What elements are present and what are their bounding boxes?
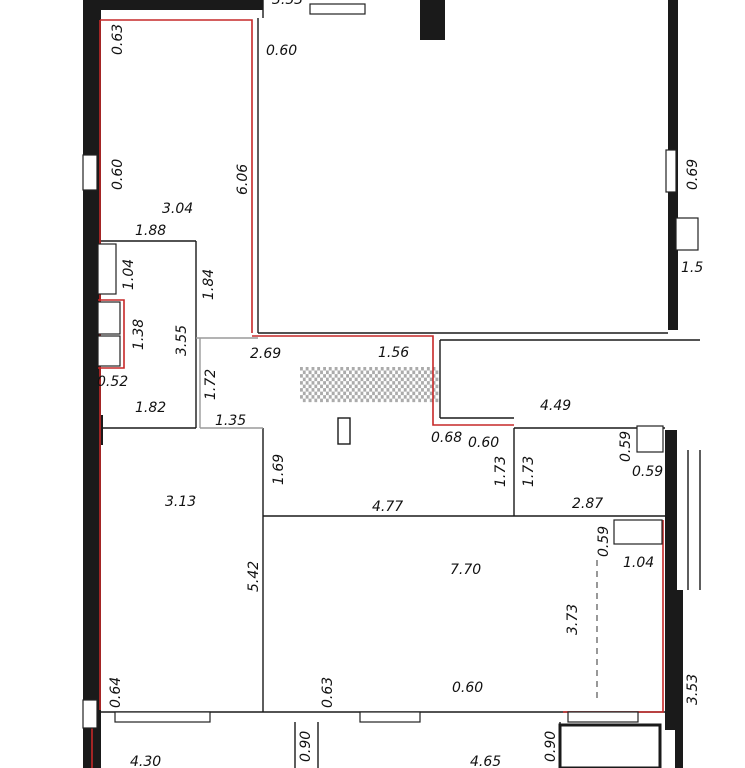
window-kitchen-1 xyxy=(359,711,421,723)
window-top xyxy=(309,3,366,15)
dim-left-pier: 0.60 xyxy=(110,159,126,190)
dim-left-top-gap: 0.63 xyxy=(110,24,126,55)
window-left-2 xyxy=(82,699,98,729)
dim-top-cut: 3.53 xyxy=(272,0,303,8)
dim-room2-depth: 5.42 xyxy=(246,561,262,592)
dim-bottom-pier-mid: 0.63 xyxy=(320,677,336,708)
dim-kitchen-depth: 3.73 xyxy=(565,604,581,635)
top-exterior-wall xyxy=(83,0,263,10)
fixtures xyxy=(97,217,701,700)
dim-bath1-bottom: 1.82 xyxy=(135,400,166,416)
outline-hall xyxy=(252,335,514,426)
partitions xyxy=(196,337,263,429)
dim-pier-a: 0.68 xyxy=(431,430,462,446)
dim-room2-width: 3.13 xyxy=(165,494,196,510)
watermark: ▒▒▒▒▒▒ xyxy=(300,367,438,403)
dim-closet-width: 1.35 xyxy=(215,413,246,429)
right-niche xyxy=(675,217,699,251)
dim-balcony2-depth: 0.90 xyxy=(543,731,559,762)
dim-bath1-depth: 3.55 xyxy=(174,325,190,356)
dim-bath2-width: 2.87 xyxy=(572,496,603,512)
dim-bottom-window-gap: 0.60 xyxy=(452,680,483,696)
dim-bath1-shaft-depth: 0.52 xyxy=(97,374,128,390)
dim-top-window-gap: 0.60 xyxy=(266,43,297,59)
dim-bottom-pier-left: 0.64 xyxy=(108,677,124,708)
dim-pier-b: 0.60 xyxy=(468,435,499,451)
dim-shaft2-a: 0.59 xyxy=(618,431,634,462)
vent-shaft-3 xyxy=(613,519,663,545)
dim-balcony1-width: 4.30 xyxy=(130,754,161,768)
balcony-block xyxy=(558,723,662,768)
outline-shaft xyxy=(98,299,125,369)
dim-bath1-width: 1.88 xyxy=(135,223,166,239)
windows xyxy=(82,3,677,768)
left-exterior-wall xyxy=(83,0,101,768)
vent-shaft-1a xyxy=(97,301,121,335)
dim-hall-depth: 1.69 xyxy=(271,454,287,485)
outline-room1 xyxy=(100,19,253,333)
dim-shaft3-width: 1.04 xyxy=(623,555,654,571)
dim-bath1-wall: 1.84 xyxy=(201,269,217,300)
dim-right-strip: 4.49 xyxy=(540,398,571,414)
bath1-niche xyxy=(97,243,117,295)
dim-room1-width: 3.04 xyxy=(162,201,193,217)
window-room2 xyxy=(114,711,211,723)
column-center xyxy=(337,417,351,445)
dim-bath1-niche: 1.04 xyxy=(121,259,137,290)
dim-room1-depth: 6.06 xyxy=(235,164,251,195)
dim-right-pier: 0.69 xyxy=(685,159,701,190)
dim-bath2-right: 1.73 xyxy=(521,456,537,487)
dim-right-lower: 3.53 xyxy=(685,674,701,705)
top-right-wall xyxy=(420,0,445,40)
dim-bath1-shaft: 1.38 xyxy=(131,319,147,350)
dim-hall-side: 1.72 xyxy=(203,369,219,400)
window-left xyxy=(82,154,98,191)
dim-shaft3-depth: 0.59 xyxy=(596,526,612,557)
dim-hall-seg: 1.56 xyxy=(378,345,409,361)
window-right xyxy=(665,149,677,193)
vent-shaft-2 xyxy=(636,425,664,453)
dim-balcony1-depth: 0.90 xyxy=(298,731,314,762)
dimension-labels: 3.53 0.60 0.63 0.60 3.04 6.06 1.88 1.04 … xyxy=(97,0,703,768)
dim-hall-width: 2.69 xyxy=(250,346,281,362)
dim-balcony2-width: 4.65 xyxy=(470,754,501,768)
dim-kitchen-width: 7.70 xyxy=(450,562,481,578)
window-kitchen-2 xyxy=(567,711,639,723)
dim-hall-length: 4.77 xyxy=(372,499,403,515)
vent-shaft-1b xyxy=(97,335,121,367)
right-middle-wall xyxy=(665,430,677,730)
column-left xyxy=(93,415,103,445)
right-lower-wall xyxy=(675,590,683,768)
dim-shaft2-b: 0.59 xyxy=(632,464,663,480)
dim-bath2-left: 1.73 xyxy=(493,456,509,487)
dim-right-cut: 1.5 xyxy=(681,260,703,276)
